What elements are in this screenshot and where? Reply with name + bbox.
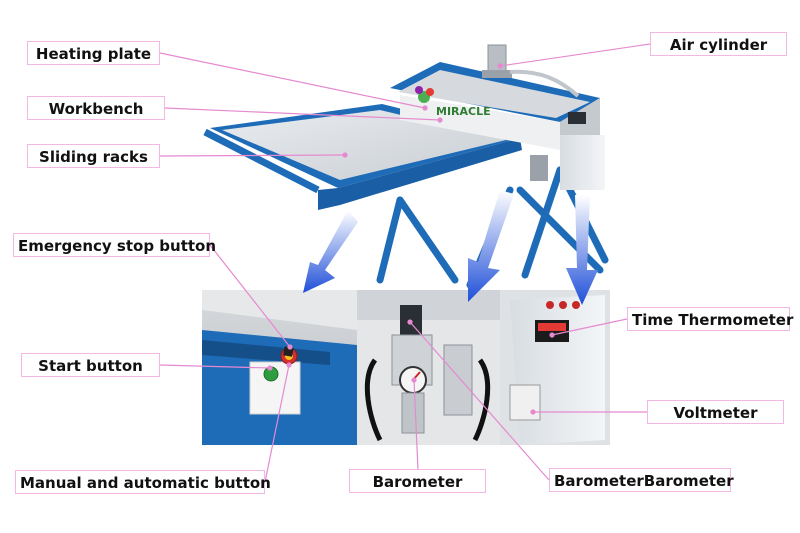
leader-sliding-racks [159, 154, 346, 157]
label-barometer: Barometer [349, 469, 486, 493]
label-voltmeter: Voltmeter [647, 400, 784, 424]
leader-lines [159, 43, 651, 483]
arrow-to-control-box [566, 195, 598, 305]
leader-barometer [413, 379, 419, 471]
leader-workbench [164, 107, 441, 121]
label-barometer-barometer: BarometerBarometer [549, 468, 734, 492]
arrow-to-regulator [468, 190, 514, 302]
voltmeter-photo [509, 384, 541, 421]
label-emergency-stop-button: Emergency stop button [13, 233, 216, 257]
leader-start-button [159, 364, 271, 369]
heat-press-machine: MIRACLE [203, 44, 609, 289]
label-manual-and-automatic-button: Manual and automatic button [15, 470, 271, 494]
brand-logo: MIRACLE [415, 86, 491, 118]
leader-barometer-barometer [409, 321, 550, 481]
brand-logo-text: MIRACLE [436, 105, 491, 118]
label-workbench: Workbench [27, 96, 165, 120]
label-time-thermometer: Time Thermometer [627, 307, 793, 331]
label-start-button: Start button [21, 353, 160, 377]
leader-heating-plate [159, 52, 426, 109]
leader-air-cylinder [499, 43, 651, 67]
pointer-arrows [303, 190, 598, 305]
detail-panel-control-box [500, 290, 610, 445]
leader-manual-auto [264, 364, 290, 483]
label-heating-plate: Heating plate [27, 41, 160, 65]
press-head [390, 62, 605, 190]
label-sliding-racks: Sliding racks [27, 144, 160, 168]
detail-panel-regulator [357, 290, 500, 445]
label-air-cylinder: Air cylinder [650, 32, 787, 56]
arrow-to-controls [303, 210, 358, 293]
detail-panel-controls [202, 290, 357, 445]
leader-emergency-stop [209, 244, 291, 348]
leader-time-thermometer [551, 318, 628, 336]
